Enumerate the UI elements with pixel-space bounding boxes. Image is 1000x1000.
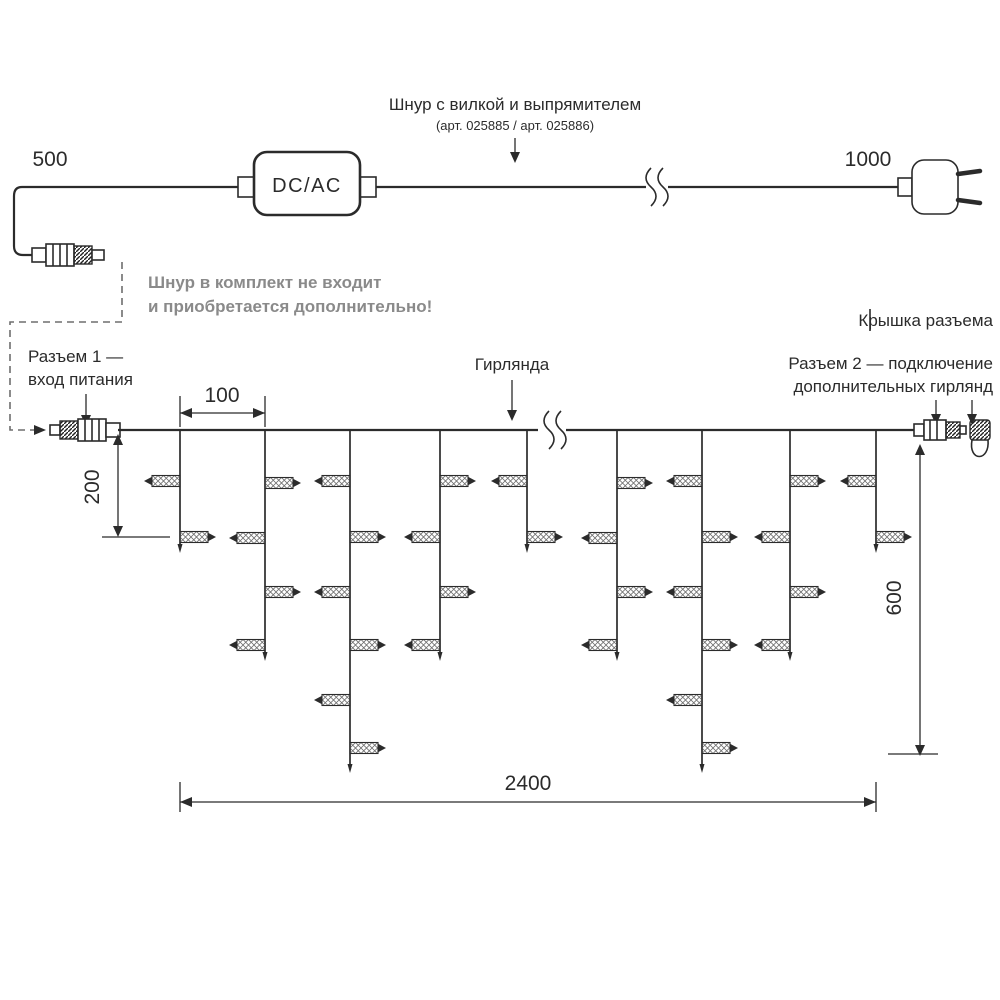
lamp-icon bbox=[490, 474, 528, 488]
lamp-icon bbox=[228, 638, 266, 652]
lamp-icon bbox=[580, 638, 618, 652]
drop-4 bbox=[403, 430, 477, 661]
drop-5 bbox=[490, 430, 564, 553]
lamp-icon bbox=[753, 638, 791, 652]
lamp-icon bbox=[665, 474, 703, 488]
note-line2: и приобретается дополнительно! bbox=[148, 297, 432, 316]
dim-500-label: 500 bbox=[32, 148, 67, 171]
drop-8 bbox=[753, 430, 827, 661]
garland-label: Гирлянда bbox=[475, 355, 550, 374]
lamp-icon bbox=[616, 585, 654, 599]
drop-3 bbox=[313, 430, 387, 773]
lamp-icon bbox=[789, 474, 827, 488]
lamp-icon bbox=[313, 474, 351, 488]
power-plug-icon bbox=[897, 159, 983, 215]
power-cord-section: Шнур с вилкой и выпрямителем (арт. 02588… bbox=[9, 95, 983, 435]
cap-label: Крышка разъема bbox=[858, 311, 993, 330]
drop-6 bbox=[580, 430, 654, 661]
cord-break-icon bbox=[645, 167, 669, 207]
garland-section: Разъем 1 — вход питания Гирлянда Крышка … bbox=[28, 309, 994, 812]
lamp-icon bbox=[701, 638, 739, 652]
lamp-icon bbox=[264, 476, 302, 490]
cap-tether bbox=[970, 439, 989, 458]
lamp-icon bbox=[349, 530, 387, 544]
lamp-icon bbox=[665, 585, 703, 599]
adapter-body bbox=[252, 150, 362, 217]
lamp-icon bbox=[616, 476, 654, 490]
lamp-icon bbox=[313, 585, 351, 599]
dim-600-label: 600 bbox=[883, 580, 906, 615]
drop-7 bbox=[665, 430, 739, 773]
dcac-adapter: DC/AC bbox=[237, 150, 377, 217]
lamp-icon bbox=[403, 530, 441, 544]
cord-end-connector-icon bbox=[31, 243, 105, 267]
arrow-right-icon bbox=[34, 425, 46, 435]
connector2-label-line2: дополнительных гирлянд bbox=[793, 377, 993, 396]
lamp-icon bbox=[264, 585, 302, 599]
lamp-icon bbox=[228, 531, 266, 545]
lamp-icon bbox=[875, 530, 913, 544]
not-included-note: Шнур в комплект не входит и приобретаетс… bbox=[148, 273, 432, 316]
cord-subtitle: (арт. 025885 / арт. 025886) bbox=[436, 118, 594, 133]
dimension-200: 200 bbox=[81, 434, 170, 538]
lamp-icon bbox=[701, 741, 739, 755]
lamp-icon bbox=[753, 530, 791, 544]
dim-200-label: 200 bbox=[81, 469, 104, 504]
lamp-icon bbox=[526, 530, 564, 544]
drop-9 bbox=[839, 430, 913, 553]
dimension-600: 600 bbox=[883, 444, 938, 756]
dashed-leader bbox=[9, 262, 123, 431]
lamp-icon bbox=[349, 741, 387, 755]
lamp-icon bbox=[665, 693, 703, 707]
lamp-icon bbox=[839, 474, 877, 488]
lamp-icon bbox=[580, 531, 618, 545]
lamp-icon bbox=[179, 530, 217, 544]
cord-left-wire bbox=[12, 185, 238, 257]
lamp-icon bbox=[439, 474, 477, 488]
garland-end-connector-icon bbox=[913, 419, 967, 441]
arrow-down-icon bbox=[510, 152, 520, 163]
drop-1 bbox=[143, 430, 217, 553]
connector1-label-line2: вход питания bbox=[28, 370, 133, 389]
drop-2 bbox=[228, 430, 302, 661]
note-line1: Шнур в комплект не входит bbox=[148, 273, 381, 292]
adapter-label: DC/AC bbox=[272, 175, 342, 197]
garland-break-icon bbox=[543, 410, 567, 450]
connector1-label-line1: Разъем 1 — bbox=[28, 347, 123, 366]
lamp-icon bbox=[439, 585, 477, 599]
connector-cap-icon bbox=[969, 419, 991, 458]
dim-2400-label: 2400 bbox=[505, 772, 552, 795]
lamp-icon bbox=[701, 530, 739, 544]
lamp-icon bbox=[313, 693, 351, 707]
garland-start-connector-icon bbox=[49, 418, 121, 442]
arrow-down-icon bbox=[507, 410, 517, 421]
lamp-icon bbox=[403, 638, 441, 652]
lamp-icon bbox=[349, 638, 387, 652]
cord-title: Шнур с вилкой и выпрямителем bbox=[389, 95, 641, 114]
dimension-100: 100 bbox=[179, 384, 266, 427]
dim-1000-label: 1000 bbox=[845, 148, 892, 171]
lamp-icon bbox=[789, 585, 827, 599]
dimension-2400: 2400 bbox=[179, 772, 877, 812]
dim-100-label: 100 bbox=[204, 384, 239, 407]
lamp-icon bbox=[143, 474, 181, 488]
connector2-label-line1: Разъем 2 — подключение bbox=[788, 354, 993, 373]
